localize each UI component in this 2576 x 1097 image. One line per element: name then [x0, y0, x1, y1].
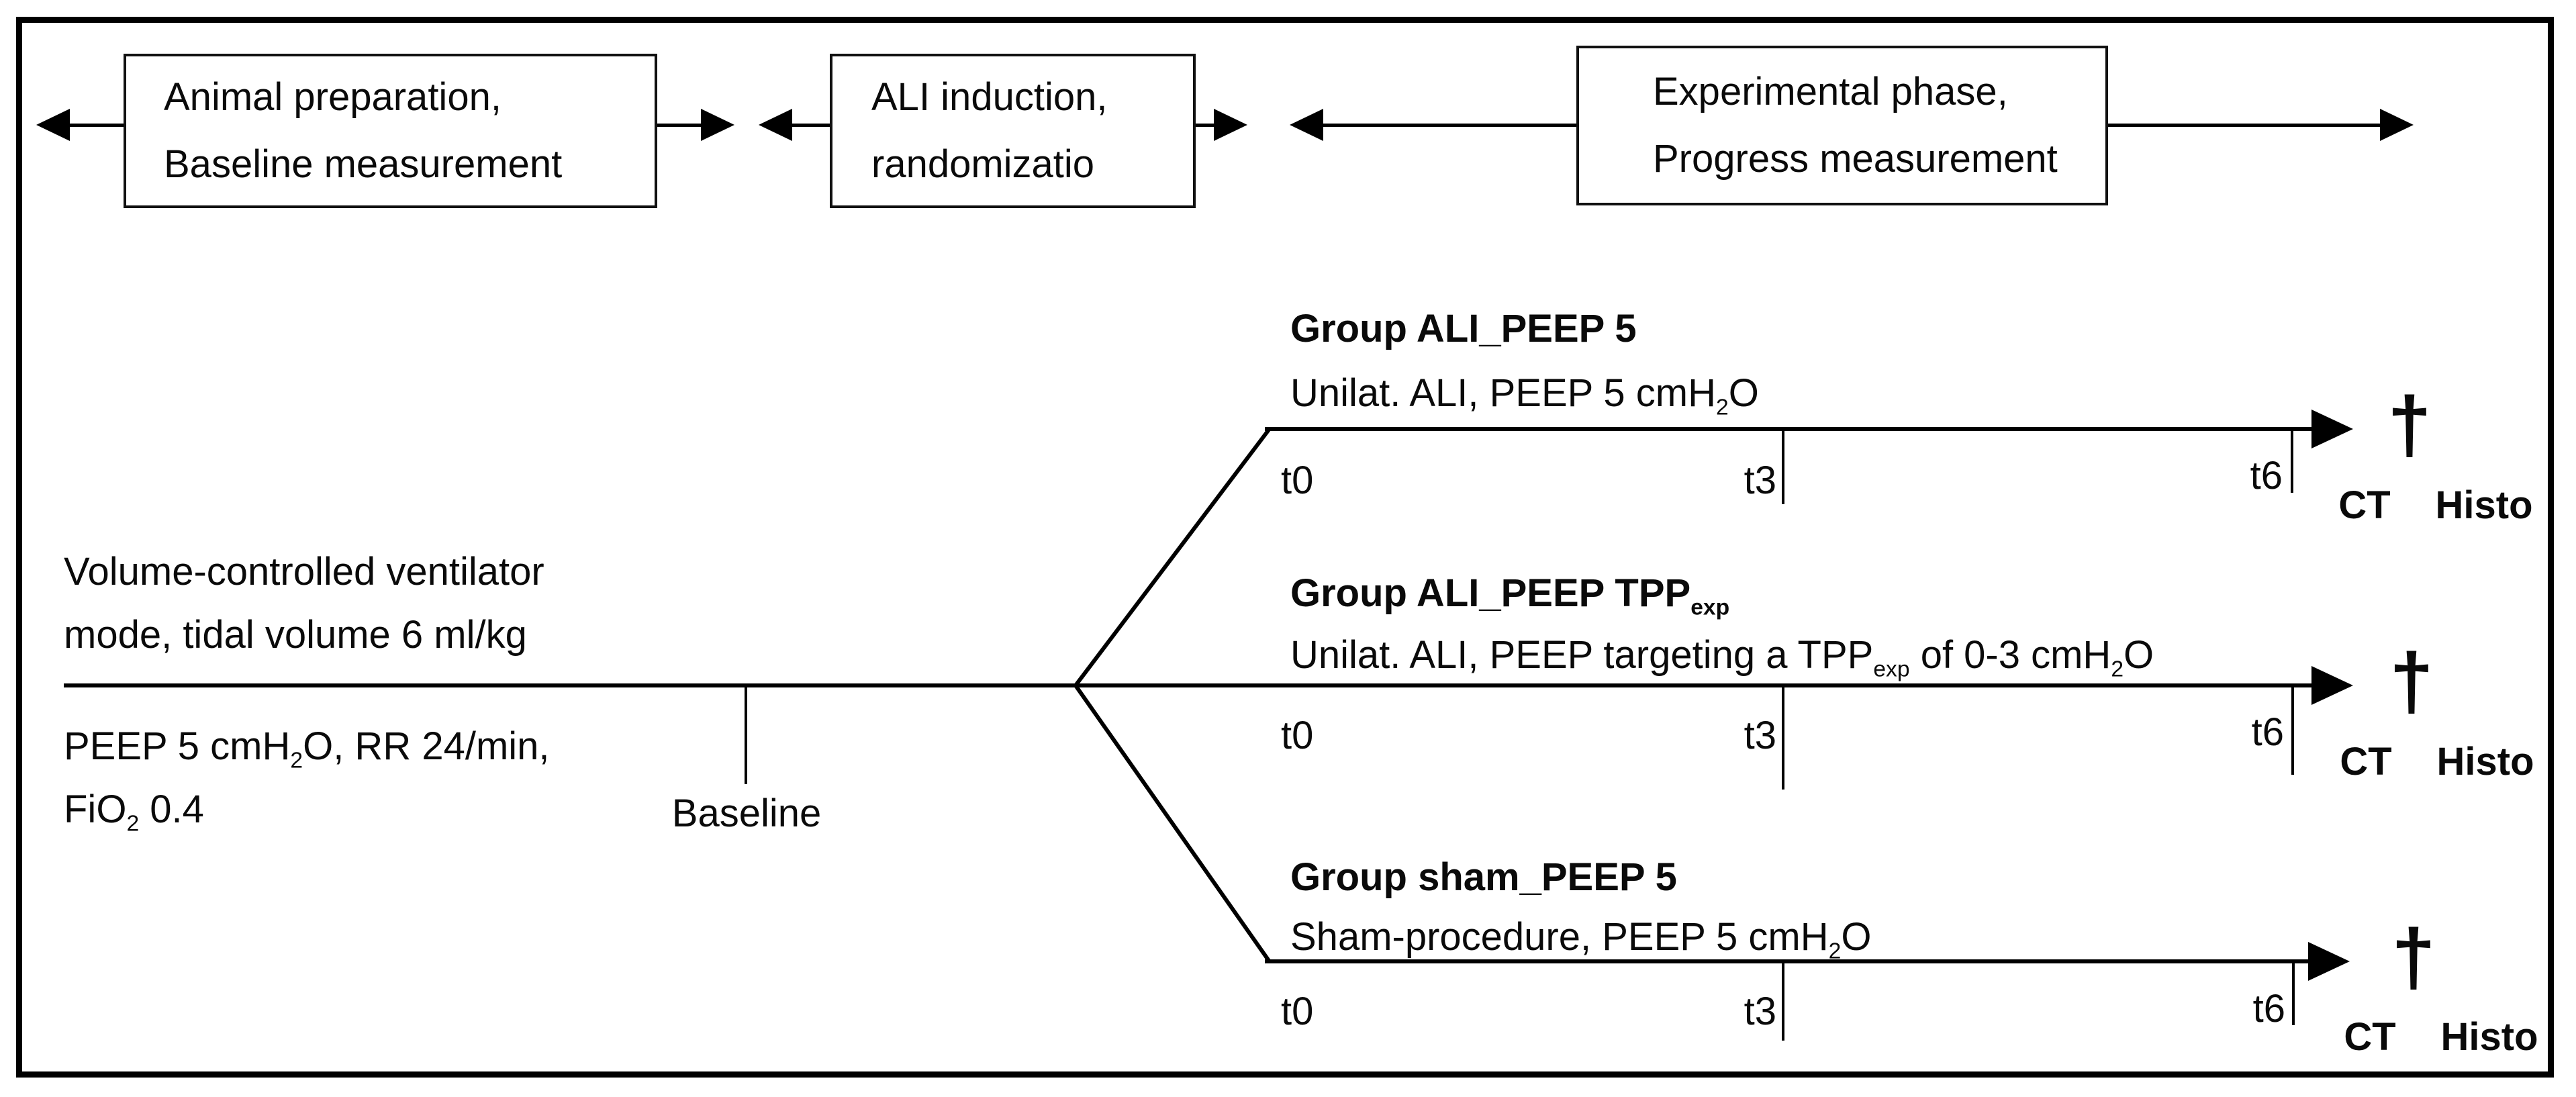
phase-box-experimental-line1: Experimental phase, — [1653, 70, 2008, 113]
group-1-histo-label: Histo — [2435, 483, 2533, 527]
dagger-icon: † — [2389, 637, 2434, 726]
arrow-shaft — [2108, 124, 2380, 127]
ventilator-mode-line1: Volume-controlled ventilator — [64, 550, 544, 593]
group-3-title: Group sham_PEEP 5 — [1290, 855, 1677, 899]
group-3-timeline-line — [1265, 959, 2308, 963]
phase-box-preparation: Animal preparation, Baseline measurement — [124, 54, 657, 208]
baseline-label: Baseline — [671, 792, 822, 835]
group-2-arrowhead-icon — [2311, 666, 2353, 705]
group-3-arrowhead-icon — [2308, 942, 2350, 981]
phase-box-induction-line2: randomizatio — [871, 142, 1095, 186]
ventilator-settings-line2: FiO2 0.4 — [64, 788, 204, 837]
phase-box-experimental-line2: Progress measurement — [1653, 137, 2058, 181]
group-1-t3-tick — [1782, 429, 1784, 504]
group-2-t6-tick — [2291, 685, 2294, 775]
group-2-t6-label: t6 — [2251, 710, 2284, 754]
group-1-ct-label: CT — [2338, 483, 2391, 527]
phase-box-preparation-line2: Baseline measurement — [164, 142, 563, 186]
phase-box-preparation-line1: Animal preparation, — [164, 75, 502, 119]
branch-line-lower — [1074, 684, 1271, 962]
group-1-t3-label: t3 — [1744, 459, 1776, 502]
dagger-icon: † — [2391, 913, 2436, 1002]
figure-border — [16, 17, 2554, 1078]
group-2-subtitle: Unilat. ALI, PEEP targeting a TPPexp of … — [1290, 633, 2154, 682]
main-timeline-line — [64, 683, 2311, 687]
group-3-t0-label: t0 — [1281, 990, 1314, 1033]
group-3-t6-tick — [2292, 961, 2295, 1025]
group-2-t3-tick — [1782, 685, 1784, 790]
baseline-tick — [745, 685, 747, 784]
ventilator-settings-line1: PEEP 5 cmH2O, RR 24/min, — [64, 724, 550, 773]
group-1-t0-label: t0 — [1281, 459, 1314, 502]
phase-box-induction: ALI induction, randomizatio — [830, 54, 1196, 208]
group-1-subtitle: Unilat. ALI, PEEP 5 cmH2O — [1290, 371, 1759, 420]
arrow-shaft — [1196, 124, 1214, 127]
arrow-shaft — [657, 124, 701, 127]
arrow-right-icon — [2380, 109, 2414, 141]
group-2-t0-label: t0 — [1281, 714, 1314, 757]
group-2-ct-label: CT — [2340, 740, 2392, 783]
group-1-timeline-line — [1265, 427, 2311, 431]
arrow-shaft — [70, 124, 124, 127]
group-1-t6-tick — [2291, 429, 2293, 493]
branch-line-upper — [1074, 428, 1271, 687]
phase-box-induction-line1: ALI induction, — [871, 75, 1108, 119]
arrow-left-icon — [759, 109, 792, 141]
arrow-shaft — [1323, 124, 1576, 127]
group-2-title: Group ALI_PEEP TPPexp — [1290, 571, 1730, 620]
group-3-ct-label: CT — [2344, 1015, 2396, 1059]
group-3-subtitle: Sham-procedure, PEEP 5 cmH2O — [1290, 915, 1872, 964]
group-1-t6-label: t6 — [2250, 454, 2283, 497]
ventilator-mode-line2: mode, tidal volume 6 ml/kg — [64, 613, 527, 657]
arrow-left-icon — [1290, 109, 1323, 141]
arrow-right-icon — [701, 109, 734, 141]
group-2-histo-label: Histo — [2436, 740, 2534, 783]
group-3-t6-label: t6 — [2252, 987, 2285, 1031]
arrow-left-icon — [36, 109, 70, 141]
arrow-shaft — [792, 124, 830, 127]
group-3-t3-tick — [1782, 961, 1784, 1041]
group-1-title: Group ALI_PEEP 5 — [1290, 307, 1637, 350]
group-1-arrowhead-icon — [2311, 410, 2353, 448]
group-3-t3-label: t3 — [1744, 990, 1776, 1033]
dagger-icon: † — [2387, 381, 2432, 469]
phase-box-experimental: Experimental phase, Progress measurement — [1576, 46, 2108, 205]
group-3-histo-label: Histo — [2440, 1015, 2538, 1059]
arrow-right-icon — [1214, 109, 1247, 141]
group-2-t3-label: t3 — [1744, 714, 1776, 757]
